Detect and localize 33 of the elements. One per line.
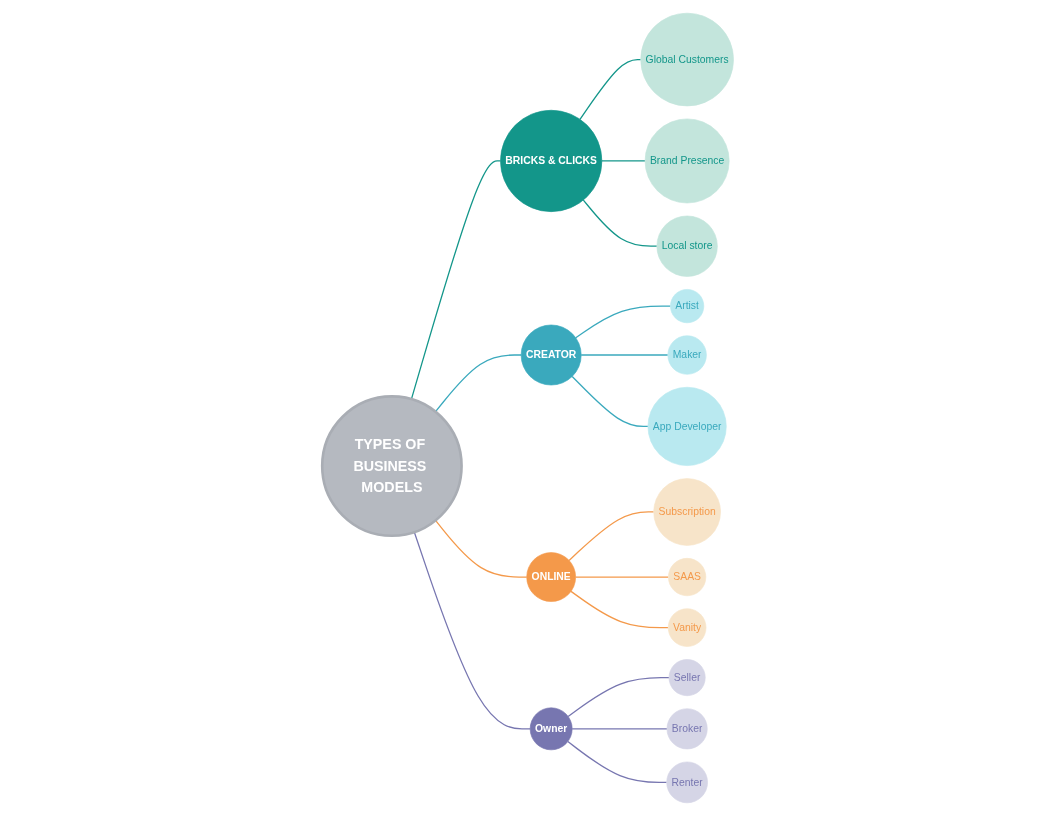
node-circle: Local store bbox=[656, 215, 718, 277]
connector bbox=[601, 160, 646, 162]
connector bbox=[568, 511, 655, 562]
node-circle: Global Customers bbox=[640, 12, 734, 107]
node-circle: Subscription bbox=[653, 478, 721, 546]
connector bbox=[579, 58, 642, 120]
connector bbox=[410, 160, 502, 400]
node-circle: Artist bbox=[670, 289, 705, 324]
connector bbox=[570, 590, 670, 629]
connector bbox=[580, 354, 669, 356]
node-circle: Owner bbox=[530, 707, 573, 751]
node-circle: Seller bbox=[668, 659, 706, 697]
node-circle: Renter bbox=[666, 761, 709, 804]
node-circle: TYPES OF BUSINESS MODELS bbox=[321, 395, 464, 538]
node-circle: ONLINE bbox=[526, 552, 577, 602]
node-circle: Maker bbox=[667, 335, 707, 375]
connector bbox=[435, 519, 528, 578]
node-circle: BRICKS & CLICKS bbox=[500, 109, 603, 212]
node-circle: App Developer bbox=[647, 386, 727, 466]
connector bbox=[575, 576, 670, 578]
node-circle: Broker bbox=[666, 708, 708, 750]
node-circle: CREATOR bbox=[520, 324, 582, 386]
connector bbox=[435, 354, 522, 413]
node-circle: Brand Presence bbox=[644, 118, 730, 204]
connector bbox=[571, 728, 668, 730]
connector bbox=[571, 375, 649, 428]
connector bbox=[575, 305, 672, 339]
connector bbox=[582, 199, 658, 247]
connector bbox=[413, 531, 531, 730]
connector bbox=[567, 740, 668, 783]
node-circle: SAAS bbox=[668, 558, 707, 597]
connector bbox=[567, 676, 670, 718]
node-circle: Vanity bbox=[668, 608, 707, 647]
